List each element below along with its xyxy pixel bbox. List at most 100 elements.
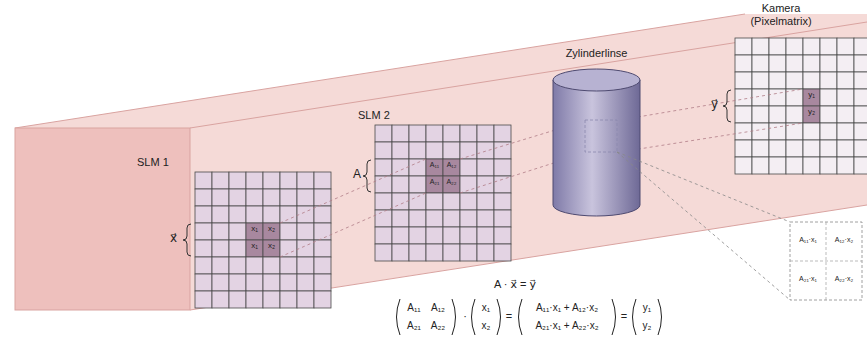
pixel-cell — [443, 210, 460, 227]
pixel-cell — [786, 140, 803, 157]
pixel-cell — [375, 125, 392, 142]
vector-entry: y₂ — [638, 320, 656, 331]
pixel-cell — [246, 172, 263, 189]
camera-grid: Kamera (Pixelmatrix) — [735, 38, 867, 174]
pixel-cell — [246, 291, 263, 308]
pixel-cell — [477, 142, 494, 159]
pixel-cell — [229, 291, 246, 308]
pixel-cell — [752, 106, 769, 123]
light-beam — [15, 14, 867, 310]
pixel-cell — [820, 157, 837, 174]
pixel-cell — [735, 89, 752, 106]
pixel-cell — [297, 189, 314, 206]
active-pixel — [263, 223, 280, 240]
matrix-entry: A₂₂ — [426, 320, 450, 331]
cell-value: x₁ — [246, 242, 263, 251]
pixel-cell — [769, 55, 786, 72]
active-pixel — [246, 240, 263, 257]
pixel-cell — [494, 244, 511, 261]
matrix-symbol: A — [353, 168, 361, 181]
pixel-cell — [314, 189, 331, 206]
component-label: SLM 2 — [358, 109, 390, 122]
pixel-cell — [409, 210, 426, 227]
component-label: Kamera (Pixelmatrix) — [739, 2, 823, 28]
ray-lines — [280, 89, 803, 257]
pixel-cell — [854, 157, 867, 174]
cylinder-lens — [553, 69, 640, 216]
pixel-cell — [280, 257, 297, 274]
operator: = — [617, 310, 631, 322]
pixel-cell — [314, 223, 331, 240]
lens-label-box: Zylinderlinse — [553, 69, 640, 216]
pixel-cell — [735, 106, 752, 123]
cell-value: A₂₂ — [443, 178, 460, 186]
pixel-cell — [769, 89, 786, 106]
cell-value: y₁ — [803, 91, 820, 100]
pixel-cell — [195, 223, 212, 240]
pixel-cell — [426, 210, 443, 227]
pixel-cell — [195, 257, 212, 274]
pixel-cell — [212, 274, 229, 291]
pixel-cell — [314, 172, 331, 189]
result-entry: A₂₁·x₁ + A₂₂·x₂ — [524, 320, 610, 331]
pixel-cell — [837, 140, 854, 157]
result-entry: A₁₁·x₁ + A₁₂·x₂ — [524, 302, 610, 313]
pixel-cell — [460, 125, 477, 142]
pixel-cell — [229, 274, 246, 291]
pixel-cell — [837, 89, 854, 106]
pixel-cell — [314, 291, 331, 308]
matrix-entry: A₁₂ — [426, 302, 450, 313]
pixel-cell — [820, 140, 837, 157]
pixel-cell — [854, 106, 867, 123]
pixel-cell — [820, 123, 837, 140]
pixel-cell — [392, 176, 409, 193]
pixel-cell — [769, 106, 786, 123]
pixel-cell — [786, 106, 803, 123]
pixel-cell — [752, 55, 769, 72]
callout-value: A₁₂·x₂ — [826, 236, 862, 244]
pixel-cell — [392, 125, 409, 142]
pixel-cell — [392, 210, 409, 227]
pixel-cell — [314, 206, 331, 223]
pixel-cell — [229, 206, 246, 223]
pixel-cell — [280, 240, 297, 257]
pixel-cell — [477, 125, 494, 142]
vector-entry: y₁ — [638, 302, 656, 313]
pixel-cell — [820, 106, 837, 123]
pixel-cell — [443, 227, 460, 244]
pixel-cell — [246, 274, 263, 291]
pixel-cell — [752, 89, 769, 106]
pixel-cell — [443, 142, 460, 159]
pixel-cell — [229, 240, 246, 257]
pixel-cell — [246, 257, 263, 274]
brackets — [183, 90, 731, 256]
pixel-cell — [375, 159, 392, 176]
pixel-cell — [409, 159, 426, 176]
cell-value: x₂ — [263, 242, 280, 251]
callout-box — [790, 222, 862, 300]
pixel-cell — [735, 157, 752, 174]
component-label: Zylinderlinse — [553, 47, 640, 60]
pixel-cell — [494, 193, 511, 210]
pixel-cell — [752, 123, 769, 140]
pixel-cell — [195, 189, 212, 206]
pixel-cell — [246, 206, 263, 223]
callout-value: A₂₁·x₁ — [790, 275, 826, 283]
pixel-cell — [477, 159, 494, 176]
pixel-cell — [297, 223, 314, 240]
pixel-cell — [280, 274, 297, 291]
pixel-cell — [263, 172, 280, 189]
cell-value: A₂₁ — [426, 178, 443, 186]
pixel-cell — [477, 244, 494, 261]
vector-symbol: x⃗ — [170, 232, 177, 245]
pixel-cell — [195, 172, 212, 189]
pixel-cell — [280, 172, 297, 189]
pixel-cell — [195, 206, 212, 223]
pixel-cell — [426, 227, 443, 244]
beam-front-face — [15, 128, 190, 310]
pixel-cell — [392, 227, 409, 244]
pixel-cell — [212, 206, 229, 223]
pixel-cell — [375, 227, 392, 244]
beam-edge — [190, 22, 867, 128]
pixel-cell — [769, 72, 786, 89]
